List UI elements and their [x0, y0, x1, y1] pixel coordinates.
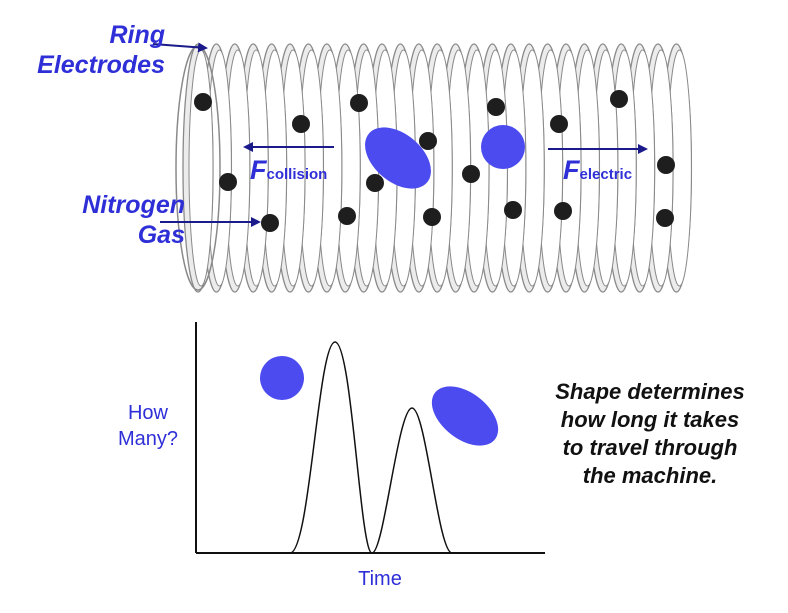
gas-molecule	[487, 98, 505, 116]
gas-molecule	[656, 209, 674, 227]
gas-molecule	[550, 115, 568, 133]
shape-note-line4: the machine.	[582, 463, 718, 488]
gas-molecule	[261, 214, 279, 232]
nitrogen-gas-label-line1: Nitrogen	[82, 191, 185, 219]
collision-force-label: Fcollision	[250, 155, 327, 186]
arrival-time-curve	[196, 341, 540, 554]
gas-molecule	[366, 174, 384, 192]
gas-molecule	[610, 90, 628, 108]
gas-molecule	[462, 165, 480, 183]
gas-molecule	[292, 115, 310, 133]
gas-molecule	[554, 202, 572, 220]
x-axis-label: Time	[358, 568, 402, 590]
ring-electrode-inner	[188, 49, 214, 287]
collision-force-symbol: F	[250, 155, 267, 185]
gas-molecule	[219, 173, 237, 191]
gas-molecule	[657, 156, 675, 174]
gas-molecule	[194, 93, 212, 111]
shape-note-line2: how long it takes	[560, 407, 740, 432]
gas-molecule	[423, 208, 441, 226]
gas-molecule	[504, 201, 522, 219]
gas-molecule	[419, 132, 437, 150]
electric-force-label: Felectric	[563, 155, 632, 186]
ring-electrodes-label-line2: Electrodes	[37, 51, 165, 79]
shape-note-line3: to travel through	[562, 435, 738, 460]
ring-electrodes-label-line1: Ring	[109, 21, 165, 49]
electric-force-symbol: F	[563, 155, 580, 185]
nitrogen-gas-label-line2: Gas	[137, 221, 185, 249]
nitrogen-gas-molecules	[194, 90, 675, 232]
nitrogen-gas-label: Nitrogen Gas	[20, 190, 185, 250]
compact-ion-legend	[260, 356, 304, 400]
gas-molecule	[338, 207, 356, 225]
y-axis-label: How Many?	[98, 400, 198, 452]
gas-molecule	[350, 94, 368, 112]
ring-electrodes-pointer	[152, 42, 208, 53]
y-axis-label-line2: Many?	[117, 428, 179, 450]
elongated-ion	[365, 127, 431, 189]
shape-note: Shape determines how long it takes to tr…	[530, 378, 770, 490]
electric-force-subscript: electric	[579, 166, 633, 183]
elongated-ion-legend	[431, 386, 499, 446]
y-axis-label-line1: How	[127, 402, 168, 424]
ring-electrode-tube	[175, 43, 693, 293]
collision-force-subscript: collision	[266, 166, 328, 183]
shape-note-line1: Shape determines	[555, 379, 745, 404]
compact-ion	[481, 125, 525, 169]
ring-electrodes-label: Ring Electrodes	[20, 20, 165, 80]
